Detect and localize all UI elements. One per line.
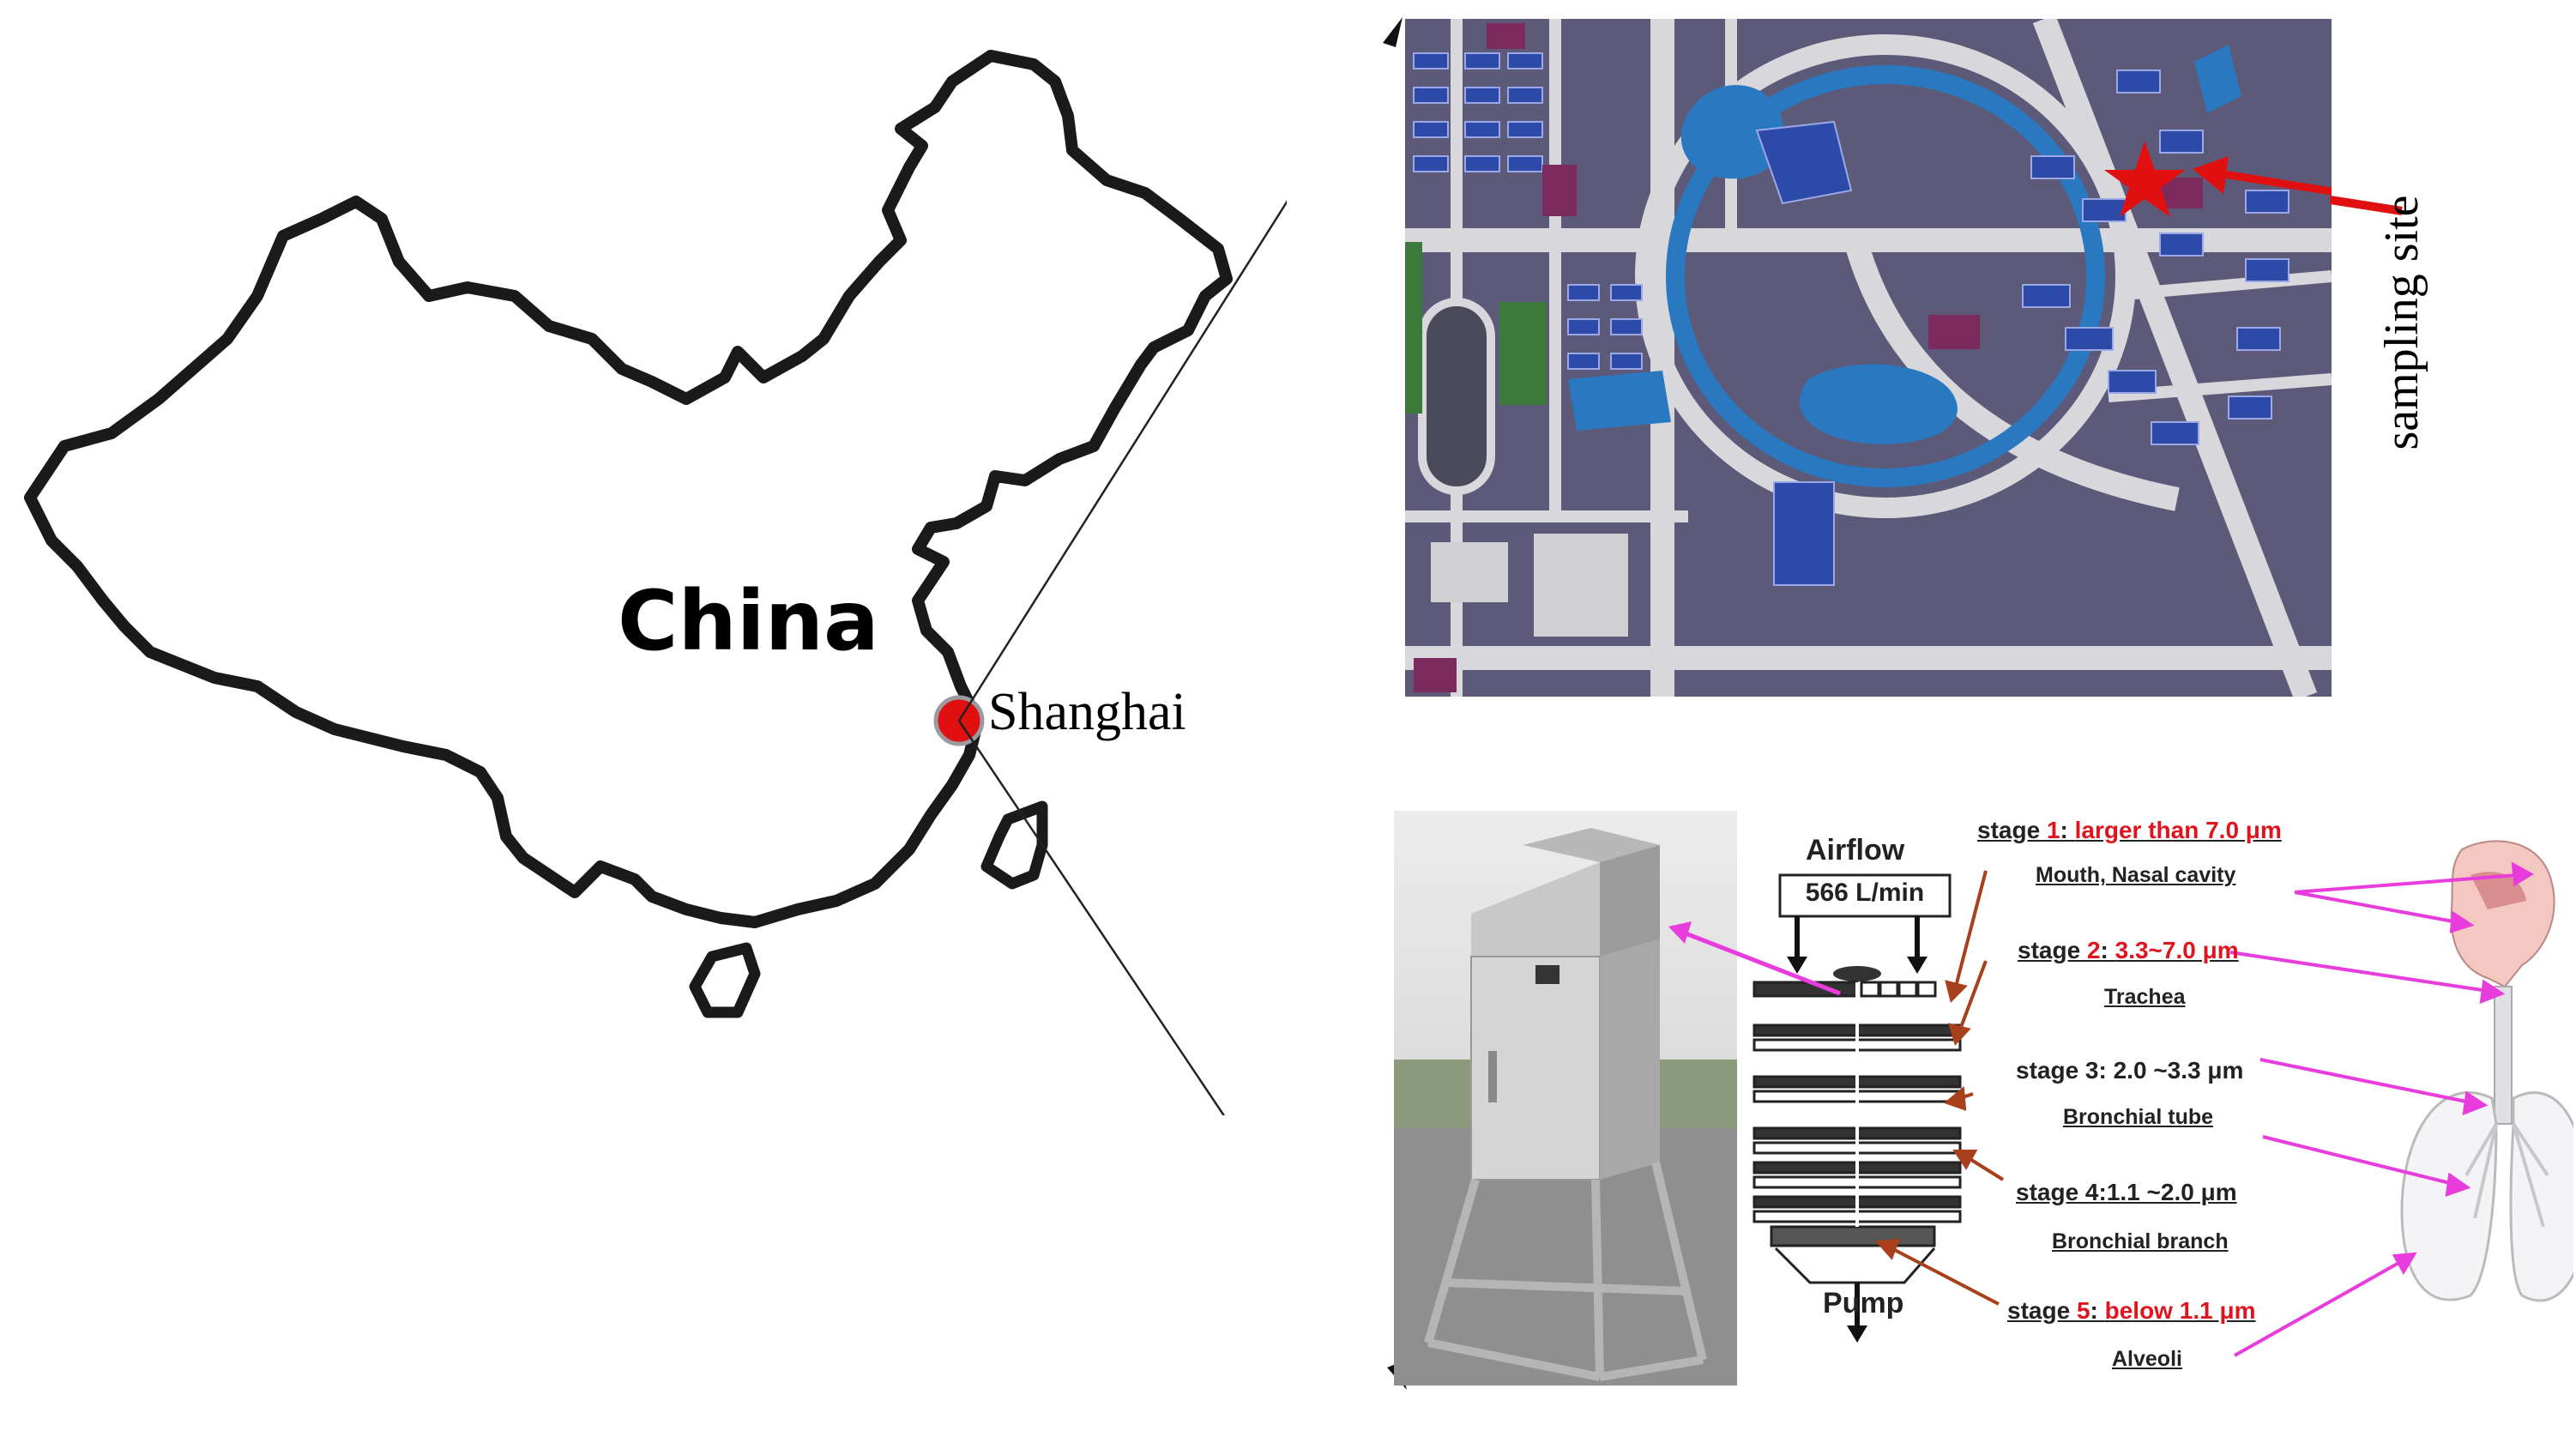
organ-pointer-arrows: [2229, 861, 2534, 1357]
stage-5-label: stage 5: below 1.1 μm: [2007, 1297, 2256, 1324]
organ-bronchial-tube: Bronchial tube: [2063, 1105, 2214, 1129]
stage-2-label: stage 2: 3.3~7.0 μm: [2018, 937, 2239, 963]
stage-pointer-arrows: [1874, 870, 2005, 1306]
sampler-photo: [1394, 811, 1737, 1386]
campus-buildings: [1413, 52, 2289, 586]
airflow-title: Airflow: [1806, 834, 1905, 866]
respiratory-system-drawing: [2400, 840, 2573, 1302]
organ-alveoli: Alveoli: [2112, 1347, 2182, 1371]
zoom-arrowhead-top: [1383, 17, 1403, 47]
sports-track: [1418, 298, 1495, 495]
organ-bronchial-branch: Bronchial branch: [2052, 1229, 2229, 1253]
airflow-rate: 566 L/min: [1805, 879, 1925, 907]
china-outline: [24, 50, 1233, 928]
zoom-line-bottom: [957, 720, 1226, 1115]
pump-label: Pump: [1823, 1287, 1904, 1319]
country-label: China: [618, 573, 879, 669]
organ-mouth-nasal: Mouth, Nasal cavity: [2036, 863, 2236, 887]
campus-lake-north: [1680, 85, 1785, 179]
organ-trachea: Trachea: [2104, 985, 2186, 1009]
sampling-site-star: [2104, 141, 2186, 217]
zoom-line-top: [957, 200, 1287, 722]
hainan-island: [689, 942, 761, 1018]
airflow-rate-box: [1778, 873, 1952, 918]
impactor-schematic: [1753, 840, 2573, 1357]
city-label: Shanghai: [988, 683, 1186, 741]
sampling-arrow-tail: [2330, 196, 2403, 215]
stage-1-label: stage 1: larger than 7.0 μm: [1977, 817, 2282, 843]
taiwan-island: [980, 800, 1048, 890]
ring-road: [1635, 34, 2136, 518]
china-map: [24, 50, 1287, 1115]
sampling-site-arrow: [2217, 169, 2332, 196]
site-label: sampling site: [2375, 195, 2428, 450]
campus-map: [1405, 19, 2332, 697]
campus-lake-south: [1799, 364, 1958, 444]
stage-3-label: stage 3: 2.0 ~3.3 μm: [2016, 1057, 2244, 1084]
photo-pointer-arrow: [1668, 921, 1841, 996]
stage-4-label: stage 4:1.1 ~2.0 μm: [2016, 1179, 2237, 1205]
